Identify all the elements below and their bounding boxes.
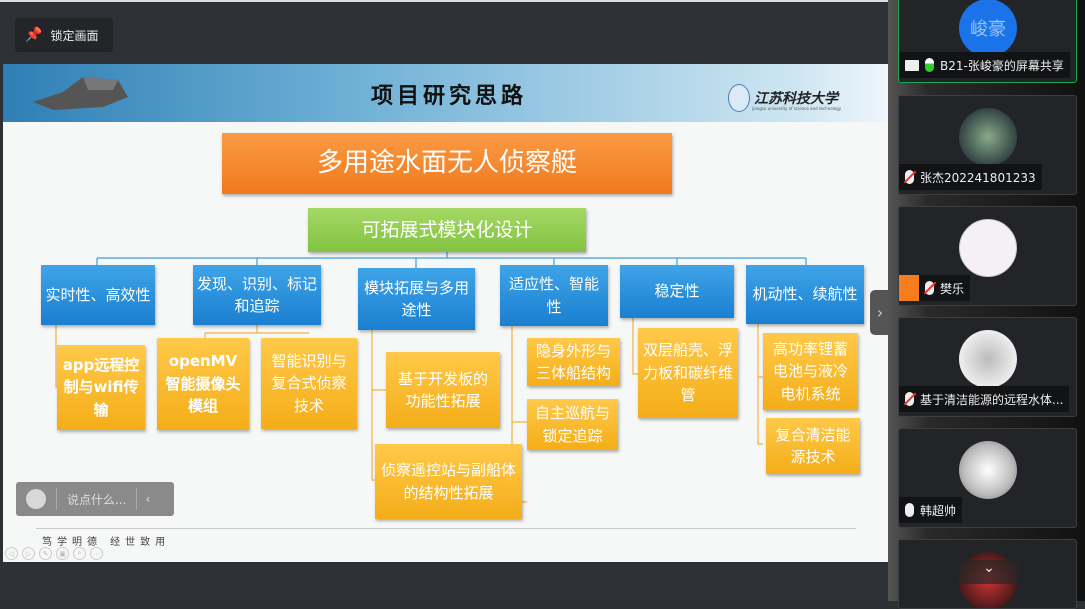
slide-title: 项目研究思路 (371, 83, 528, 109)
university-name-en: jiangsu university of science and techno… (752, 106, 842, 111)
chat-input[interactable]: 说点什么... ‹ (16, 482, 174, 516)
leaf-node: 隐身外形与三体船结构 (527, 338, 620, 386)
leaf-node: openMV智能摄像头模组 (157, 338, 249, 430)
mic-muted-icon (905, 392, 914, 406)
participant-tile[interactable]: 基于清洁能源的远程水体... (898, 317, 1077, 417)
toggle-panel-button[interactable]: › (870, 290, 890, 335)
category-realtime: 实时性、高效性 (41, 265, 155, 325)
participant-name: 基于清洁能源的远程水体... (920, 392, 1064, 407)
zoom-icon[interactable]: ⌕ (73, 547, 86, 560)
participant-tile[interactable]: 韩超帅 (898, 428, 1077, 528)
name-bar: 韩超帅 (899, 497, 963, 523)
screen-share-icon (905, 59, 919, 71)
participant-name: 樊乐 (940, 281, 965, 296)
participant-name: 张杰202241801233 (920, 170, 1036, 185)
top-bar: 📌 锁定画面 (0, 0, 888, 64)
participant-tile[interactable]: 峻豪 B21-张峻豪的屏幕共享 (898, 0, 1077, 83)
pin-icon: 📌 (25, 27, 43, 43)
footer-divider (36, 528, 856, 529)
avatar: 峻豪 (959, 0, 1017, 57)
design-node: 可拓展式模块化设计 (308, 208, 586, 252)
name-bar: 张杰202241801233 (899, 164, 1042, 190)
leaf-node: 双层船壳、浮力板和碳纤维管 (638, 328, 738, 418)
university-logo: 江苏科技大学 jiangsu university of science and… (728, 84, 842, 112)
mic-muted-icon (925, 281, 934, 295)
leaf-node: 基于开发板的功能性拓展 (386, 352, 500, 428)
university-seal-icon (728, 84, 750, 112)
host-badge-icon (899, 275, 919, 301)
participant-panel[interactable]: 峻豪 B21-张峻豪的屏幕共享 张杰202241801233 樊乐 基于清洁能源… (888, 0, 1085, 609)
next-slide-icon[interactable]: ▷ (22, 547, 35, 560)
chevron-right-icon: › (876, 303, 884, 322)
collapse-chat-icon[interactable]: ‹ (145, 492, 151, 506)
university-name: 江苏科技大学 (754, 91, 838, 107)
category-mobility: 机动性、续航性 (746, 265, 864, 324)
leaf-node: app远程控制与wifi传输 (57, 345, 145, 430)
bottom-bar (0, 562, 888, 601)
participant-tile[interactable]: 樊乐 (898, 206, 1077, 306)
name-bar: 樊乐 (899, 275, 971, 301)
lock-screen-label: 锁定画面 (50, 28, 99, 43)
category-stability: 稳定性 (620, 265, 734, 318)
slides-icon[interactable]: ▣ (56, 547, 69, 560)
name-bar: 基于清洁能源的远程水体... (899, 386, 1070, 412)
name-bar: B21-张峻豪的屏幕共享 (899, 52, 1070, 78)
root-node: 多用途水面无人侦察艇 (222, 133, 672, 194)
slide-controls: ◁ ▷ ✎ ▣ ⌕ ⋯ (5, 547, 103, 560)
shared-slide: 项目研究思路 江苏科技大学 jiangsu university of scie… (3, 64, 888, 562)
leaf-node: 自主巡航与锁定追踪 (527, 399, 618, 450)
avatar (959, 330, 1017, 388)
leaf-node: 复合清洁能源技术 (766, 418, 860, 474)
divider (136, 488, 138, 510)
avatar (959, 108, 1017, 166)
avatar (959, 441, 1017, 499)
participant-tile[interactable]: 张杰202241801233 (898, 95, 1077, 195)
divider (56, 488, 57, 510)
leaf-node: 高功率锂蓄电池与液冷电机系统 (763, 333, 858, 410)
boat-image (33, 77, 128, 110)
mic-on-icon (925, 58, 934, 72)
prev-slide-icon[interactable]: ◁ (5, 547, 18, 560)
more-icon[interactable]: ⋯ (90, 547, 103, 560)
participant-name: B21-张峻豪的屏幕共享 (940, 58, 1064, 73)
scroll-down-icon[interactable]: ⌄ (959, 560, 1019, 584)
chat-placeholder[interactable]: 说点什么... (67, 492, 127, 507)
emoji-icon[interactable] (26, 489, 46, 509)
mic-icon (905, 503, 914, 517)
category-detection: 发现、识别、标记和追踪 (193, 265, 321, 325)
school-motto: 笃学明德 经世致用 (42, 537, 171, 548)
category-modular: 模块拓展与多用途性 (358, 268, 475, 330)
avatar (959, 219, 1017, 277)
participant-tile[interactable]: ⌄ (898, 539, 1077, 609)
lock-screen-button[interactable]: 📌 锁定画面 (15, 18, 113, 52)
slide-header: 项目研究思路 江苏科技大学 jiangsu university of scie… (3, 64, 888, 122)
participant-name: 韩超帅 (920, 503, 957, 518)
category-adaptive: 适应性、智能性 (500, 265, 608, 326)
mic-muted-icon (905, 170, 914, 184)
leaf-node: 侦察遥控站与副船体的结构性拓展 (375, 444, 522, 519)
pen-icon[interactable]: ✎ (39, 547, 52, 560)
leaf-node: 智能识别与复合式侦察技术 (261, 338, 357, 429)
